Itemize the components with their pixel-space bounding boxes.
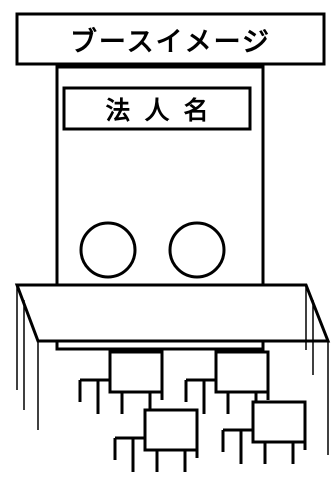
booth-image-title: ブースイメージ — [69, 26, 272, 58]
company-name-label: 法人名 — [105, 95, 223, 125]
name-plate — [62, 86, 252, 131]
table-top — [14, 283, 331, 343]
left-circle — [79, 221, 137, 279]
title-banner — [15, 12, 326, 66]
chair-1 — [78, 350, 164, 414]
chair-4 — [221, 400, 307, 464]
chair-2 — [184, 350, 270, 414]
table-legs — [16, 285, 329, 455]
right-circle — [168, 221, 226, 279]
chair-3 — [113, 408, 199, 472]
